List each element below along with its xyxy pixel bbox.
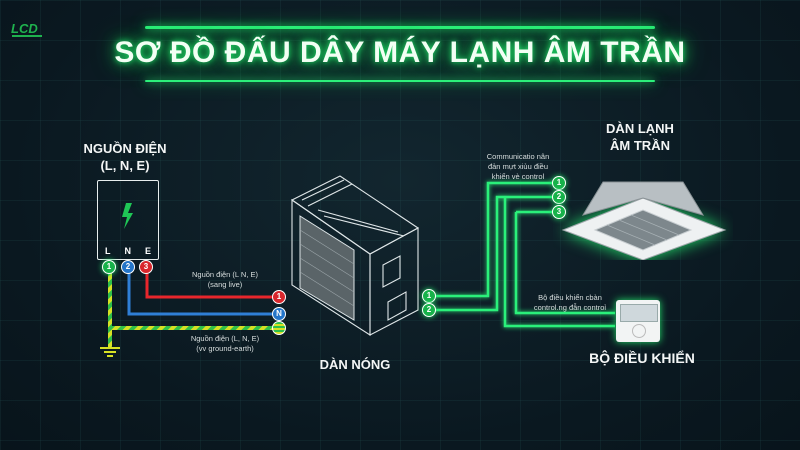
controller-dpad — [632, 324, 646, 338]
svg-text:LCD: LCD — [11, 21, 38, 36]
lightning-bolt-icon — [122, 203, 133, 229]
power-source-box: L N E — [97, 180, 159, 260]
neutral-wire — [127, 272, 280, 316]
indoor-terminal-1: 1 — [552, 176, 566, 190]
wall-controller-illustration — [616, 300, 660, 342]
comm-wire-note: Communicatio nân đản mựt xiủu điều khiển… — [478, 152, 558, 182]
live-wire-note-line1: Nguồn điện (L N, E) — [191, 270, 258, 279]
indoor-unit-label: DÀN LẠNH ÂM TRẦN — [585, 120, 695, 154]
comm-wire-note-line3: khiển vè control — [491, 172, 545, 181]
terminal-label-l: L — [104, 246, 111, 256]
earth-wire-note: Nguồn điện (L, N, E) (vv ground-earth) — [170, 334, 280, 354]
indoor-unit-label-line2: ÂM TRẦN — [610, 138, 670, 153]
controller-label: BỘ ĐIỀU KHIỂN — [589, 350, 695, 366]
communication-wires — [434, 181, 615, 328]
controller-note-line2: control.ng đẫn controỉ — [533, 303, 607, 312]
terminal-label-e: E — [144, 246, 151, 256]
title-bottom-glow-line — [145, 80, 655, 82]
outdoor-comm-terminal-1: 1 — [422, 289, 436, 303]
terminal-labels: L N E — [98, 246, 158, 256]
live-wire-note: Nguồn điện (L N, E) (sang live) — [175, 270, 275, 290]
live-wire-note-line2: (sang live) — [207, 280, 243, 289]
outdoor-comm-terminal-2: 2 — [422, 303, 436, 317]
power-source-title: NGUỒN ĐIỆN (L, N, E) — [60, 140, 190, 174]
controller-note-line1: Bộ điều khiển cbàn — [538, 293, 602, 302]
earth-wire-note-line1: Nguồn điện (L, N, E) — [190, 334, 260, 343]
outdoor-live-terminal: 1 — [272, 290, 286, 304]
controller-note: Bộ điều khiển cbàn control.ng đẫn contro… — [520, 293, 620, 313]
outdoor-neutral-terminal: N — [272, 307, 286, 321]
terminal-dot-3: 3 — [139, 260, 153, 274]
comm-wire-note-line1: Communicatio nân — [486, 152, 550, 161]
outdoor-unit-label: DÀN NÓNG — [319, 357, 391, 372]
controller-screen — [620, 304, 658, 322]
comm-wire-note-line2: đản mựt xiủu điều — [487, 162, 549, 171]
live-wire — [145, 272, 280, 299]
company-logo-icon: LCD — [11, 21, 42, 37]
outdoor-earth-terminal — [272, 321, 286, 335]
indoor-terminal-2: 2 — [552, 190, 566, 204]
terminal-dot-1: 1 — [102, 260, 116, 274]
outdoor-unit-illustration — [290, 175, 420, 337]
power-source-title-line2: (L, N, E) — [100, 158, 150, 173]
title-top-glow-line — [145, 26, 655, 29]
page-title: SƠ ĐỒ ĐẤU DÂY MÁY LẠNH ÂM TRẦN — [114, 36, 686, 69]
indoor-cassette-unit-illustration — [561, 181, 727, 260]
power-source-title-line1: NGUỒN ĐIỆN — [83, 141, 167, 156]
terminal-dot-2: 2 — [121, 260, 135, 274]
indoor-terminal-3: 3 — [552, 205, 566, 219]
terminal-label-n: N — [124, 246, 131, 256]
indoor-unit-label-line1: DÀN LẠNH — [606, 121, 674, 136]
ground-symbol-icon — [100, 347, 120, 357]
earth-wire-note-line2: (vv ground-earth) — [196, 344, 254, 353]
